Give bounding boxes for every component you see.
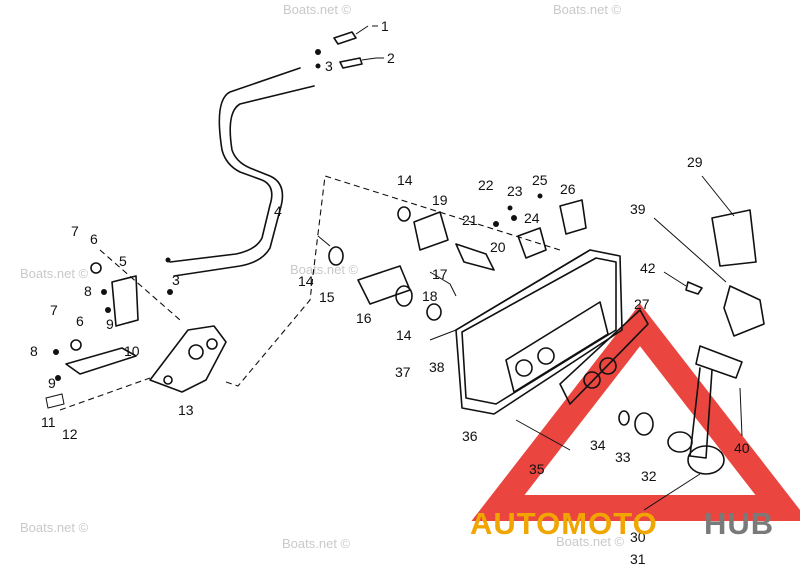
callout-21: 21 (462, 212, 478, 228)
leader-lines (372, 25, 735, 511)
nut-icon (165, 257, 171, 263)
callout-13: 13 (178, 402, 194, 418)
callout-8: 8 (84, 283, 92, 299)
callout-3: 3 (325, 58, 333, 74)
logo-text-secondary: HUB (704, 506, 774, 541)
callout-32: 32 (641, 468, 657, 484)
handle-assembly (515, 345, 743, 475)
callout-23: 23 (507, 183, 523, 199)
shaft-assembly (317, 206, 495, 321)
panel-gasket (559, 309, 649, 405)
watermark-text: Boats.net © (283, 2, 352, 17)
callout-9: 9 (106, 316, 114, 332)
callout-40: 40 (734, 440, 750, 456)
callout-29: 29 (687, 154, 703, 170)
callout-20: 20 (490, 239, 506, 255)
callout-3: 3 (172, 272, 180, 288)
watermark-text: Boats.net © (20, 266, 89, 281)
mounting-plate (149, 175, 561, 393)
nut-icon (167, 289, 173, 295)
watermark-text: Boats.net © (556, 534, 625, 549)
watermark-text: Boats.net © (553, 2, 622, 17)
callout-37: 37 (395, 364, 411, 380)
callout-22: 22 (478, 177, 494, 193)
callout-6: 6 (76, 313, 84, 329)
callout-25: 25 (532, 172, 548, 188)
callout-27: 27 (634, 296, 650, 312)
switch-hardware (493, 193, 587, 259)
callout-5: 5 (119, 253, 127, 269)
control-box (429, 249, 623, 415)
nut-icon (315, 63, 321, 69)
callout-12: 12 (62, 426, 78, 442)
callout-39: 39 (630, 201, 646, 217)
callout-17: 17 (432, 266, 448, 282)
callout-33: 33 (615, 449, 631, 465)
callout-18: 18 (422, 288, 438, 304)
callout-35: 35 (529, 461, 545, 477)
callout-2: 2 (387, 50, 395, 66)
lever-bracket (45, 249, 181, 411)
logo-text-primary: AUTOMOTO (470, 506, 658, 541)
callout-19: 19 (432, 192, 448, 208)
callout-7: 7 (50, 302, 58, 318)
callout-38: 38 (429, 359, 445, 375)
callout-16: 16 (356, 310, 372, 326)
callout-8: 8 (30, 343, 38, 359)
watermark-text: Boats.net © (20, 520, 89, 535)
trim-switch (685, 209, 765, 337)
watermark-text: Boats.net © (290, 262, 359, 277)
logo-triangle (471, 303, 800, 521)
callout-14: 14 (397, 172, 413, 188)
callout-24: 24 (524, 210, 540, 226)
callout-36: 36 (462, 428, 478, 444)
callout-11: 11 (41, 414, 56, 430)
callout-26: 26 (560, 181, 576, 197)
nut-icon (315, 49, 321, 55)
callout-30: 30 (630, 529, 646, 545)
site-logo: AUTOMOTO HUB (470, 506, 774, 541)
callout-6: 6 (90, 231, 98, 247)
cable-assembly (165, 25, 377, 295)
callout-42: 42 (640, 260, 656, 276)
callout-4: 4 (274, 203, 282, 219)
callout-15: 15 (319, 289, 335, 305)
callout-31: 31 (630, 551, 646, 567)
callout-14: 14 (396, 327, 412, 343)
callout-7: 7 (71, 223, 79, 239)
callout-9: 9 (48, 375, 56, 391)
callout-labels: 1 2 3 3 4 5 6 6 7 7 8 8 9 9 10 11 12 13 … (30, 18, 750, 567)
callout-14: 14 (298, 273, 314, 289)
watermarks: Boats.net © Boats.net © Boats.net © Boat… (20, 2, 625, 551)
callout-34: 34 (590, 437, 606, 453)
callout-1: 1 (381, 18, 389, 34)
watermark-text: Boats.net © (282, 536, 351, 551)
callout-10: 10 (124, 343, 140, 359)
